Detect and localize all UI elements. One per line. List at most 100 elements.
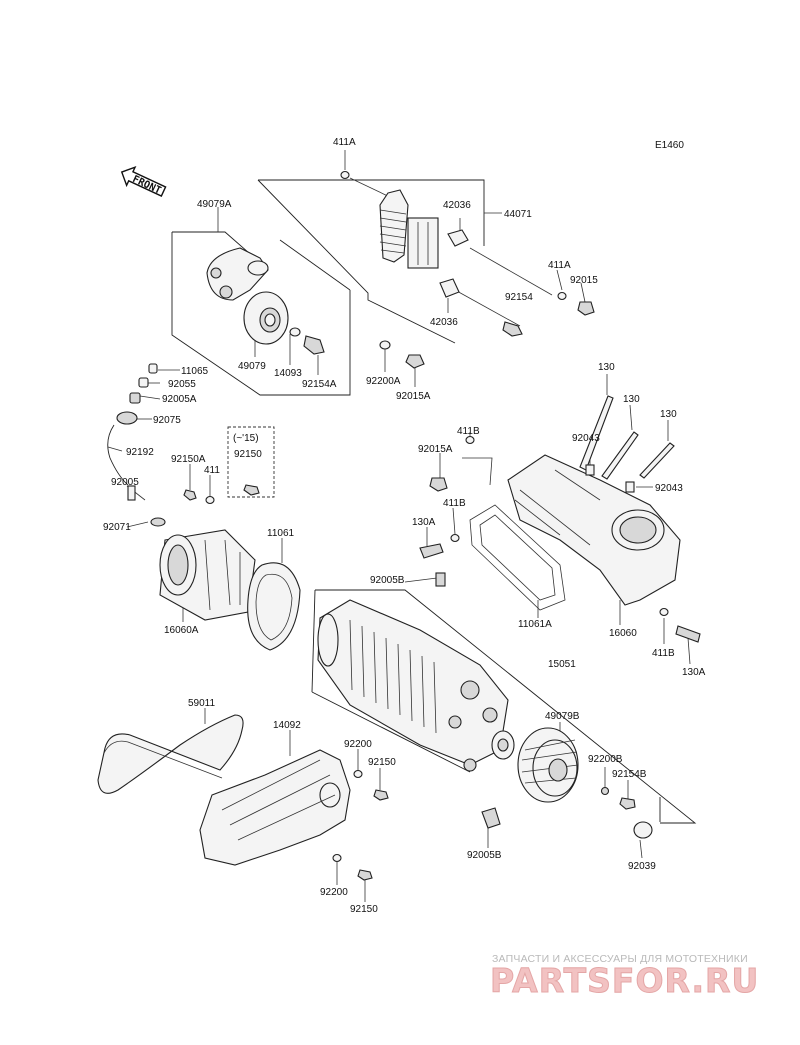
watermark-tagline: ЗАПЧАСТИ И АКСЕССУАРЫ ДЛЯ МОТОТЕХНИКИ — [492, 953, 748, 965]
watermark: ЗАПЧАСТИ И АКСЕССУАРЫ ДЛЯ МОТОТЕХНИКИ PA… — [490, 953, 759, 1001]
washer-411b-a — [465, 435, 475, 445]
label-92005b-top: 92005B — [370, 575, 405, 586]
diagram-code: E1460 — [655, 140, 684, 151]
tensioner-arm-part — [206, 247, 269, 301]
collar-part-lower — [439, 278, 460, 298]
label-92015a-mid: 92015A — [418, 444, 453, 455]
pulley-49079b — [517, 727, 579, 803]
label-11065: 11065 — [181, 366, 209, 377]
supercharger-15051 — [317, 599, 515, 772]
bolt-130-b — [601, 431, 639, 480]
label-130a-r: 130A — [682, 667, 706, 678]
label-92043-b: 92043 — [655, 483, 683, 494]
washer-411 — [205, 495, 215, 505]
bolt-92154b — [619, 797, 636, 810]
label-49079: 49079 — [238, 361, 266, 372]
bolt-92150-a — [373, 789, 389, 801]
label-130-c: 130 — [660, 409, 677, 420]
label-15051: 15051 — [548, 659, 576, 670]
label-92200-b: 92200 — [320, 887, 348, 898]
intake-duct-16060a — [159, 529, 256, 621]
washer-411a-r — [557, 291, 567, 301]
part-labels: 411A 44071 42036 49079A 411A 92015 92154… — [103, 137, 706, 915]
nut-92015a-mid — [429, 477, 448, 492]
label-130-a: 130 — [598, 362, 615, 373]
label-42036-b: 42036 — [430, 317, 458, 328]
washer-92200a — [379, 340, 391, 350]
label-411b-a: 411B — [457, 426, 480, 437]
grommet-92075 — [116, 411, 138, 425]
label-44071: 44071 — [504, 209, 532, 220]
label-49079a: 49079A — [197, 199, 232, 210]
washer-411b-c — [659, 607, 669, 617]
label-92015a-top: 92015A — [396, 391, 431, 402]
bolt-92150-b — [357, 869, 373, 881]
gasket-11061 — [247, 562, 301, 651]
hose-92192 — [107, 424, 129, 486]
label-11061: 11061 — [267, 528, 295, 539]
label-92039: 92039 — [628, 861, 656, 872]
label-92150a: 92150A — [171, 454, 206, 465]
label-14093: 14093 — [274, 368, 302, 379]
label-59011: 59011 — [188, 698, 216, 709]
washer-14093 — [289, 327, 301, 337]
label-92055: 92055 — [168, 379, 196, 390]
damper-spring-part — [379, 189, 439, 269]
front-arrow-icon: FRONT — [120, 165, 167, 197]
washer-92200-b — [332, 853, 342, 863]
supercharger-frame — [311, 589, 697, 824]
label-16060: 16060 — [609, 628, 637, 639]
bolt-92154a — [303, 335, 325, 355]
label-92071: 92071 — [103, 522, 131, 533]
label-92154: 92154 — [505, 292, 533, 303]
label-130-b: 130 — [623, 394, 640, 405]
label-411: 411 — [204, 465, 220, 476]
label-92005b-bot: 92005B — [467, 850, 502, 861]
nut-92015a — [405, 354, 425, 369]
intake-housing-16060 — [507, 454, 681, 606]
label-16060a: 16060A — [164, 625, 199, 636]
label-11061a: 11061A — [518, 619, 552, 630]
label-14092: 14092 — [273, 720, 301, 731]
label-92015-r: 92015 — [570, 275, 598, 286]
washer-411a-top — [340, 170, 350, 180]
label-92043-a: 92043 — [572, 433, 600, 444]
label-130a-l: 130A — [412, 517, 436, 528]
label-49079b: 49079B — [545, 711, 580, 722]
cap-11065 — [148, 363, 158, 374]
bolt-130a-r — [675, 625, 701, 643]
label-411a-r: 411A — [548, 260, 571, 271]
fitting-92055 — [138, 377, 149, 388]
label-92150-b: 92150 — [350, 904, 378, 915]
label-92005a: 92005A — [162, 394, 197, 405]
label-92200-a: 92200 — [344, 739, 372, 750]
label-411b-c: 411B — [652, 648, 675, 659]
label-92150-box: 92150 — [234, 449, 262, 460]
washer-411b-b — [450, 533, 460, 543]
label-92154b: 92154B — [612, 769, 647, 780]
bolt-92154 — [502, 321, 523, 337]
watermark-brand: PARTSFOR.RU — [490, 961, 759, 1000]
label-92005: 92005 — [111, 477, 139, 488]
dowel-92043-b — [625, 481, 635, 493]
note-label: (~'15) — [233, 433, 259, 444]
idler-pulley-part — [243, 291, 289, 345]
label-92192: 92192 — [126, 447, 154, 458]
label-92150-a: 92150 — [368, 757, 396, 768]
dowel-92043-a — [585, 464, 595, 476]
belt-cover-14092 — [199, 749, 351, 866]
label-92154a: 92154A — [302, 379, 337, 390]
nut-92015-r — [577, 301, 595, 316]
bolt-130-a — [579, 395, 614, 471]
bolt-130-c — [639, 442, 675, 479]
label-92075: 92075 — [153, 415, 181, 426]
label-92200b: 92200B — [588, 754, 623, 765]
washer-92200-a — [353, 769, 363, 779]
fitting-92005b-bot — [481, 807, 501, 829]
drive-belt-59011 — [97, 714, 244, 794]
clamp-92071 — [150, 517, 166, 527]
label-411b-b: 411B — [443, 498, 466, 509]
fitting-92005a — [129, 392, 141, 404]
